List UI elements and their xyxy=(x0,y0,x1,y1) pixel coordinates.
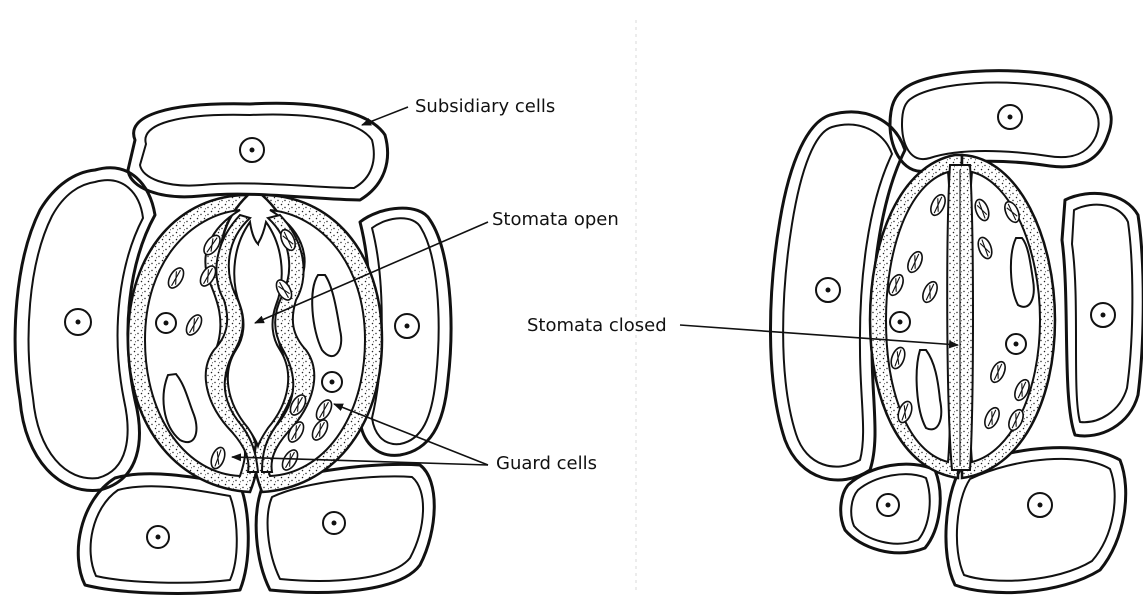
open-stoma-figure xyxy=(15,103,451,593)
subsidiary-cells-leader xyxy=(362,107,408,125)
subsidiary-cell xyxy=(890,71,1111,172)
subsidiary-cell xyxy=(128,103,388,200)
subsidiary-cell xyxy=(1062,193,1143,436)
closed-stoma-figure xyxy=(770,71,1143,593)
label-stomata-closed: Stomata closed xyxy=(527,315,667,336)
label-stomata-open: Stomata open xyxy=(492,209,619,230)
label-guard-cells: Guard cells xyxy=(496,453,597,474)
subsidiary-cell xyxy=(78,474,248,594)
label-subsidiary-cells: Subsidiary cells xyxy=(415,96,555,117)
subsidiary-cell xyxy=(841,464,940,553)
